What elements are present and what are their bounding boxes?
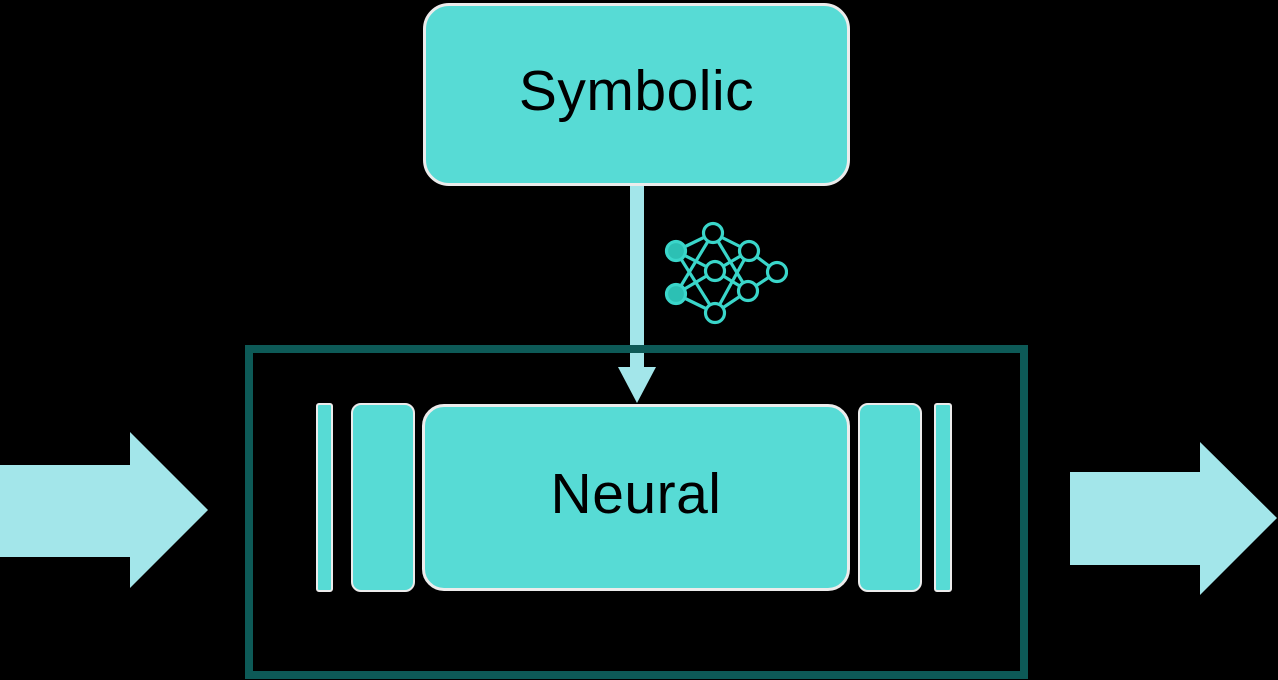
nn-edges bbox=[674, 231, 778, 315]
left-input-arrow-icon bbox=[0, 432, 208, 588]
neural-network-icon bbox=[664, 221, 788, 325]
symbolic-node: Symbolic bbox=[423, 3, 850, 186]
neural-label: Neural bbox=[550, 462, 722, 526]
neural-node: Neural bbox=[422, 404, 850, 591]
layer-bar-wide-left bbox=[351, 403, 415, 592]
layer-bar-thin-right bbox=[934, 403, 952, 592]
right-output-arrow-icon bbox=[1070, 442, 1277, 595]
down-arrow-stem bbox=[630, 186, 644, 368]
layer-bar-wide-right bbox=[858, 403, 922, 592]
neural-container-box bbox=[245, 345, 1028, 679]
down-arrow-icon bbox=[618, 367, 656, 403]
nn-nodes bbox=[664, 221, 788, 325]
layer-bar-thin-left bbox=[316, 403, 333, 592]
symbolic-label: Symbolic bbox=[518, 59, 755, 123]
